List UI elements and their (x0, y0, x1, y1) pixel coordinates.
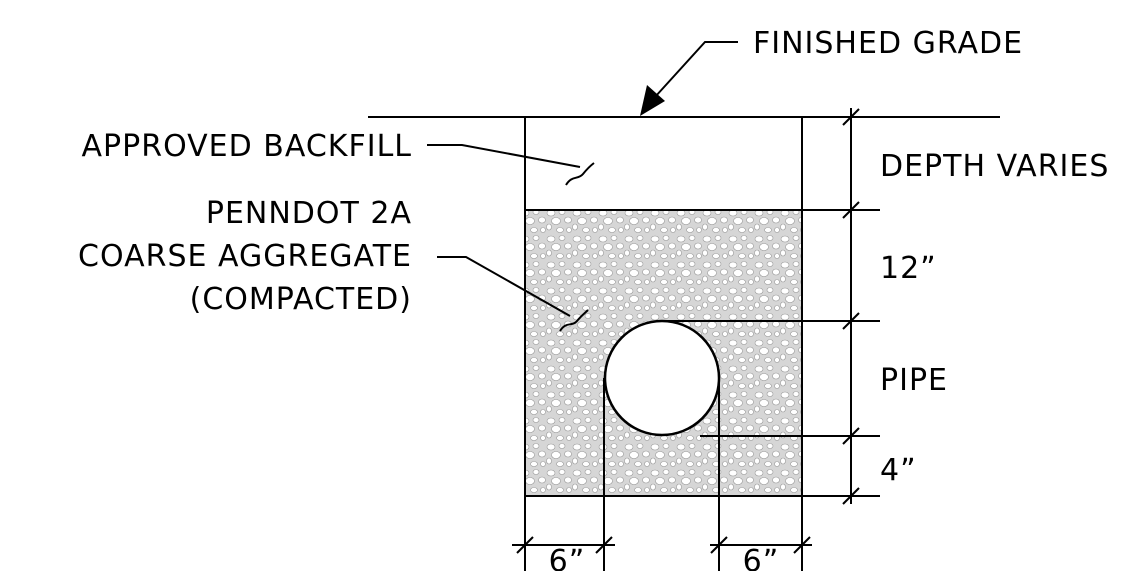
right-clearance-label: 6” (743, 544, 780, 571)
finished-grade-leader (654, 41, 738, 98)
finished-grade-arrowhead (640, 85, 665, 116)
cover-dimension-label: 12” (880, 251, 937, 286)
approved-backfill-label: APPROVED BACKFILL (82, 129, 412, 164)
left-clearance-label: 6” (549, 544, 586, 571)
aggregate-label-line3: (COMPACTED) (190, 282, 412, 317)
aggregate-label-line1: PENNDOT 2A (206, 196, 412, 231)
aggregate-label-line2: COARSE AGGREGATE (78, 239, 412, 274)
vertical-dimension-ticks (842, 108, 860, 505)
bedding-dimension-label: 4” (880, 453, 917, 488)
bottom-dimension-lines (512, 378, 812, 571)
aggregate-leader (437, 256, 571, 317)
aggregate-squiggle (559, 309, 589, 332)
backfill-squiggle (565, 162, 595, 186)
depth-dimension-label: DEPTH VARIES (880, 149, 1109, 184)
backfill-leader (427, 144, 581, 168)
finished-grade-label: FINISHED GRADE (753, 26, 1023, 61)
pipe-dimension-label: PIPE (880, 363, 948, 398)
pipe-circle (603, 319, 721, 437)
